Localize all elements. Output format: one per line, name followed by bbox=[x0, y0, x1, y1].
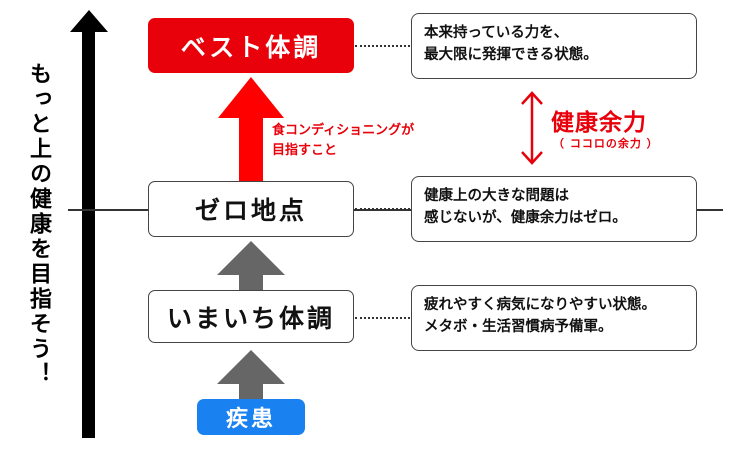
state-zero: ゼロ地点 bbox=[148, 181, 354, 237]
red-arrow-note: 食コンディショニングが 目指すこと bbox=[272, 121, 414, 161]
double-arrow-icon bbox=[521, 91, 543, 165]
up-arrow-head-icon bbox=[70, 10, 108, 32]
description-poor: 疲れやすく病気になりやすい状態。 メタボ・生活習慣病予備軍。 bbox=[411, 285, 697, 351]
gray-arrow-shaft bbox=[239, 384, 263, 400]
red-arrow-note-line-2: 目指すこと bbox=[272, 143, 338, 158]
description-line: メタボ・生活習慣病予備軍。 bbox=[424, 319, 613, 335]
health-margin-title: 健康余力 bbox=[551, 110, 647, 136]
gray-arrow-head-icon bbox=[217, 350, 285, 384]
description-line: 本来持っている力を、 bbox=[424, 25, 569, 41]
description-best: 本来持っている力を、 最大限に発揮できる状態。 bbox=[411, 13, 697, 79]
gray-arrow-head-icon bbox=[217, 241, 285, 275]
state-best: ベスト体調 bbox=[148, 18, 354, 73]
gray-arrow-shaft bbox=[239, 275, 263, 291]
description-line: 健康上の大きな問題は bbox=[424, 188, 569, 204]
health-margin-subtitle: （ ココロの余力 ） bbox=[553, 137, 659, 150]
description-line: 疲れやすく病気になりやすい状態。 bbox=[424, 297, 656, 313]
connector-poor bbox=[355, 317, 410, 319]
connector-zero bbox=[355, 208, 410, 210]
connector-best bbox=[355, 45, 410, 47]
description-line: 感じないが、健康余力はゼロ。 bbox=[424, 210, 627, 226]
axis-label: もっと上の健康を目指そう！ bbox=[26, 62, 51, 387]
description-line: 最大限に発揮できる状態。 bbox=[424, 47, 598, 63]
red-arrow-note-line-1: 食コンディショニングが bbox=[272, 123, 415, 138]
red-arrow-head-icon bbox=[218, 77, 284, 118]
state-poor: いまいち体調 bbox=[148, 290, 354, 343]
up-arrow-shaft bbox=[82, 28, 95, 438]
state-disease: 疾患 bbox=[197, 399, 305, 435]
red-arrow-shaft bbox=[239, 118, 263, 182]
description-zero: 健康上の大きな問題は 感じないが、健康余力はゼロ。 bbox=[411, 176, 697, 242]
